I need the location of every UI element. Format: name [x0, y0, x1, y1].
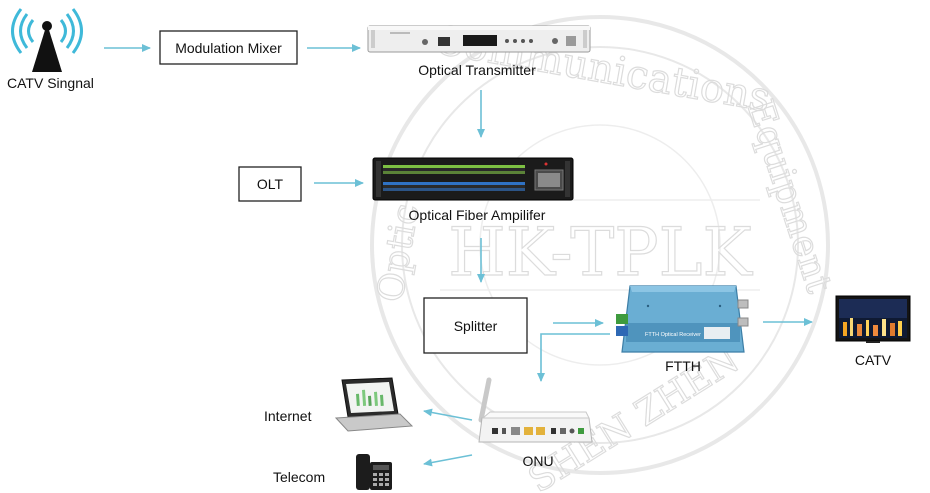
tv-screen-icon: [835, 295, 911, 343]
onu-router-device: [478, 377, 593, 443]
olt-label: OLT: [257, 176, 284, 192]
modulation-mixer-label: Modulation Mixer: [175, 40, 282, 56]
internet-label: Internet: [264, 408, 312, 424]
optical-transmitter-device: [367, 25, 591, 53]
onu-label: ONU: [522, 453, 553, 469]
optical-fiber-amplifier-device: [372, 157, 574, 201]
splitter-box: [423, 297, 528, 354]
watermark-seal: HK-TPLK Communications Equipment Optic S…: [369, 15, 840, 493]
ftth-receiver-device: FTTH Optical Receiver: [616, 285, 749, 353]
splitter-label: Splitter: [454, 318, 498, 334]
antenna-tower-icon: [11, 8, 83, 72]
ftth-panel-text: FTTH Optical Receiver: [645, 332, 701, 338]
modulation-mixer-box: [159, 30, 298, 65]
telephone-icon: [356, 454, 392, 490]
catv-signal-label: CATV Singnal: [7, 75, 94, 91]
optical-fiber-amplifier-label: Optical Fiber Ampilifer: [409, 207, 546, 223]
laptop-icon: [334, 377, 414, 432]
arrow-splitter-to-onu: [537, 333, 610, 382]
telecom-label: Telecom: [273, 469, 325, 485]
arrow-onu-to-internet: [423, 408, 473, 421]
optical-transmitter-label: Optical Transmitter: [418, 62, 536, 78]
ftth-label: FTTH: [665, 358, 701, 374]
watermark-center-text: HK-TPLK: [448, 214, 753, 291]
arrow-onu-to-telecom: [423, 454, 473, 467]
olt-box: [238, 166, 302, 202]
catv-label: CATV: [855, 352, 892, 368]
